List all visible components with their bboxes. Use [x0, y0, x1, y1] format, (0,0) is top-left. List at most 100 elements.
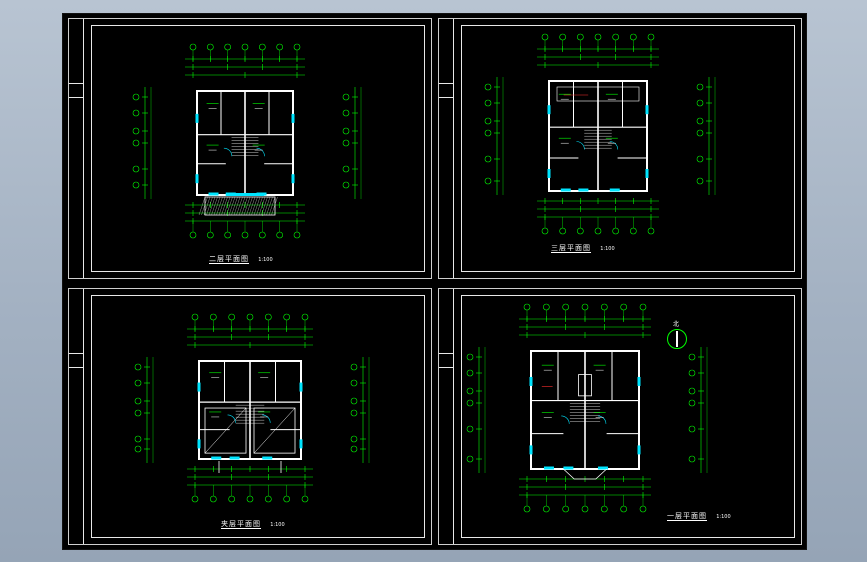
sheet-inner-border — [91, 295, 425, 538]
axis-bubble — [134, 379, 142, 387]
axis-bubble — [246, 313, 254, 321]
door-swing — [223, 147, 233, 157]
axis-bubble — [132, 165, 140, 173]
window — [563, 466, 574, 470]
axis-bubble — [620, 303, 627, 311]
axis-bubble — [207, 231, 214, 239]
axis-bubble — [523, 505, 531, 513]
door-swing — [576, 141, 585, 150]
window — [637, 376, 641, 386]
axis-bubble — [134, 445, 142, 453]
axis-bubble — [612, 33, 619, 41]
axis-bubble — [466, 399, 474, 407]
sheet-scale: 1:100 — [716, 514, 731, 520]
axis-bubble — [350, 409, 358, 417]
axis-bubble — [283, 495, 290, 503]
axis-bubble — [559, 33, 566, 41]
sheet-inner-border — [91, 25, 425, 272]
door-swing — [256, 147, 265, 157]
axis-bubble — [688, 353, 696, 361]
window — [645, 169, 649, 178]
axis-bubble — [581, 505, 589, 513]
door-swing — [561, 415, 570, 424]
cad-drawing-canvas[interactable]: 二层平面图 1:100 三层平面图 1:100 夹层平面图 1:100 — [62, 13, 807, 550]
axis-bubble — [301, 313, 309, 321]
axis-bubble — [620, 505, 627, 513]
axis-bubble — [466, 387, 474, 395]
axis-bubble — [630, 227, 637, 235]
axis-bubble — [350, 363, 358, 371]
drawing-sheet-first-floor[interactable]: 北 一层平面图 1:100 — [438, 288, 802, 545]
void-area — [253, 407, 296, 454]
axis-bubble — [350, 435, 358, 443]
window — [578, 188, 589, 192]
axis-bubble — [696, 129, 704, 137]
window — [197, 382, 201, 392]
axis-bubble — [134, 397, 142, 405]
window — [229, 456, 240, 460]
sheet-caption: 三层平面图 1:100 — [551, 243, 615, 253]
floor-plan-drawing — [134, 313, 370, 503]
axis-bubble — [688, 425, 696, 433]
axis-bubble — [350, 445, 358, 453]
axis-bubble — [246, 495, 254, 503]
axis-bubble — [224, 231, 231, 239]
axis-bubble — [191, 313, 199, 321]
axis-bubble — [265, 495, 272, 503]
sheet-scale: 1:100 — [270, 522, 285, 528]
title-strip — [439, 19, 454, 278]
window — [291, 113, 295, 123]
door-swing — [597, 415, 607, 424]
axis-bubble — [523, 303, 531, 311]
axis-bubble — [696, 117, 704, 125]
axis-bubble — [601, 303, 608, 311]
axis-bubble — [210, 495, 217, 503]
axis-bubble — [132, 181, 140, 189]
window — [637, 445, 641, 455]
drawing-sheet-third-floor[interactable]: 三层平面图 1:100 — [438, 18, 802, 279]
window — [645, 105, 649, 115]
axis-bubble — [594, 227, 602, 235]
floor-plan-drawing — [484, 33, 716, 235]
axis-bubble — [696, 155, 704, 163]
window — [609, 188, 620, 192]
axis-bubble — [647, 227, 655, 235]
drawing-sheet-mezzanine[interactable]: 夹层平面图 1:100 — [68, 288, 432, 545]
axis-bubble — [301, 495, 309, 503]
axis-bubble — [224, 43, 231, 51]
compass-icon — [667, 329, 687, 349]
axis-bubble — [210, 313, 217, 321]
axis-bubble — [484, 177, 492, 185]
axis-bubble — [601, 505, 608, 513]
window — [529, 445, 533, 455]
axis-bubble — [191, 495, 199, 503]
axis-bubble — [350, 379, 358, 387]
axis-bubble — [688, 369, 696, 377]
sheet-scale: 1:100 — [258, 257, 273, 263]
window — [529, 376, 533, 386]
axis-bubble — [342, 139, 350, 147]
axis-bubble — [484, 129, 492, 137]
axis-bubble — [484, 83, 492, 91]
axis-bubble — [228, 313, 235, 321]
axis-bubble — [466, 369, 474, 377]
axis-bubble — [259, 43, 266, 51]
drawing-sheet-second-floor[interactable]: 二层平面图 1:100 — [68, 18, 432, 279]
sheet-inner-border — [461, 295, 795, 538]
axis-bubble — [228, 495, 235, 503]
window — [262, 456, 273, 460]
axis-bubble — [559, 227, 566, 235]
axis-bubble — [484, 155, 492, 163]
axis-bubble — [639, 505, 647, 513]
axis-bubble — [350, 397, 358, 405]
door-swing — [262, 414, 271, 423]
window — [197, 439, 201, 449]
axis-bubble — [630, 33, 637, 41]
axis-bubble — [207, 43, 214, 51]
axis-bubble — [543, 505, 550, 513]
axis-bubble — [293, 231, 301, 239]
axis-bubble — [132, 109, 140, 117]
window — [560, 188, 571, 192]
window — [299, 439, 303, 449]
axis-bubble — [132, 93, 140, 101]
